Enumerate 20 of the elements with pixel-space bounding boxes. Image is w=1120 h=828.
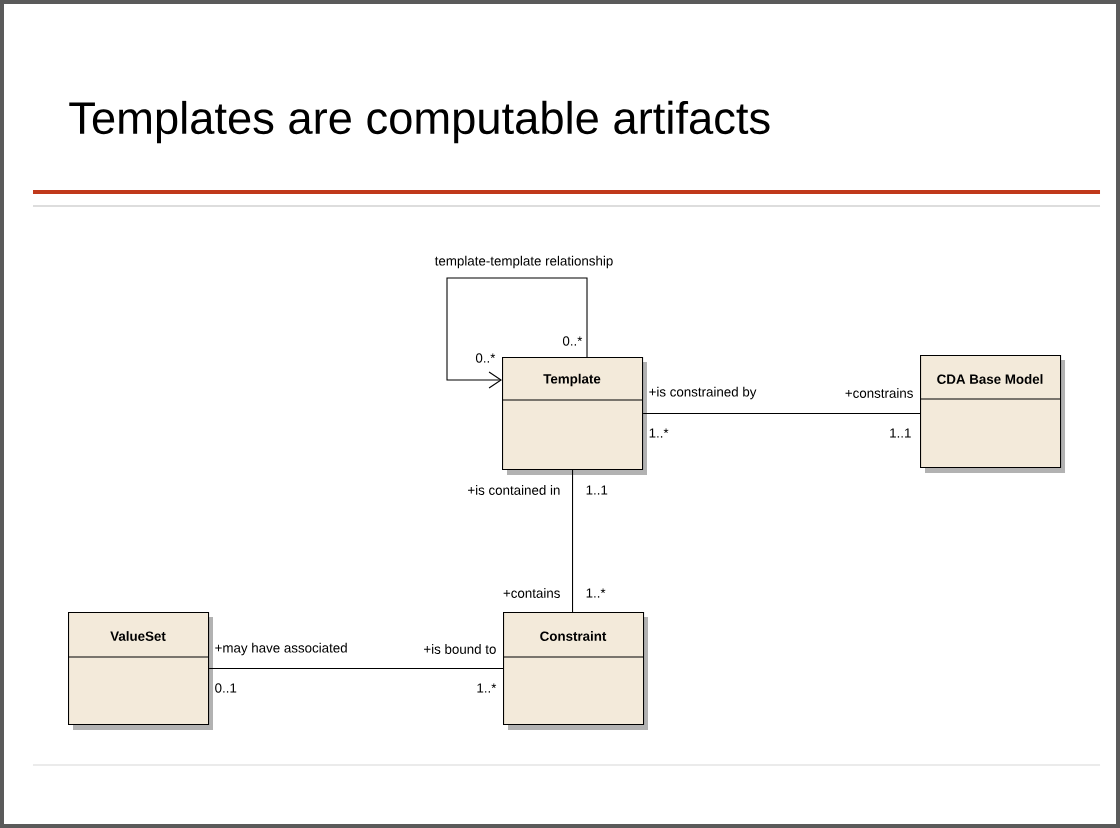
role-name-label: +constrains — [845, 388, 913, 398]
class-box: Constraint — [502, 612, 648, 730]
multiplicity-label: 1..* — [586, 588, 606, 598]
association-line — [208, 668, 504, 670]
multiplicity-label: 1..1 — [890, 428, 911, 438]
multiplicity-label: 0..* — [562, 336, 583, 346]
association-line — [572, 469, 574, 613]
role-name-label: +is bound to — [424, 644, 496, 654]
class-box: CDA Base Model — [919, 355, 1065, 473]
role-name-label: +may have associated — [215, 642, 347, 656]
edge-label: template-template relationship — [434, 255, 613, 269]
multiplicity-label: 0..* — [475, 353, 496, 363]
class-box: ValueSet — [67, 612, 213, 730]
role-name-label: +contains — [503, 588, 560, 598]
role-name-label: +is contained in — [468, 485, 560, 495]
slide-title: Templates are computable artifacts — [69, 100, 770, 144]
class-box: Template — [501, 357, 647, 475]
multiplicity-label: 1..* — [477, 683, 497, 693]
association-line — [642, 413, 921, 415]
association-line — [446, 277, 588, 389]
